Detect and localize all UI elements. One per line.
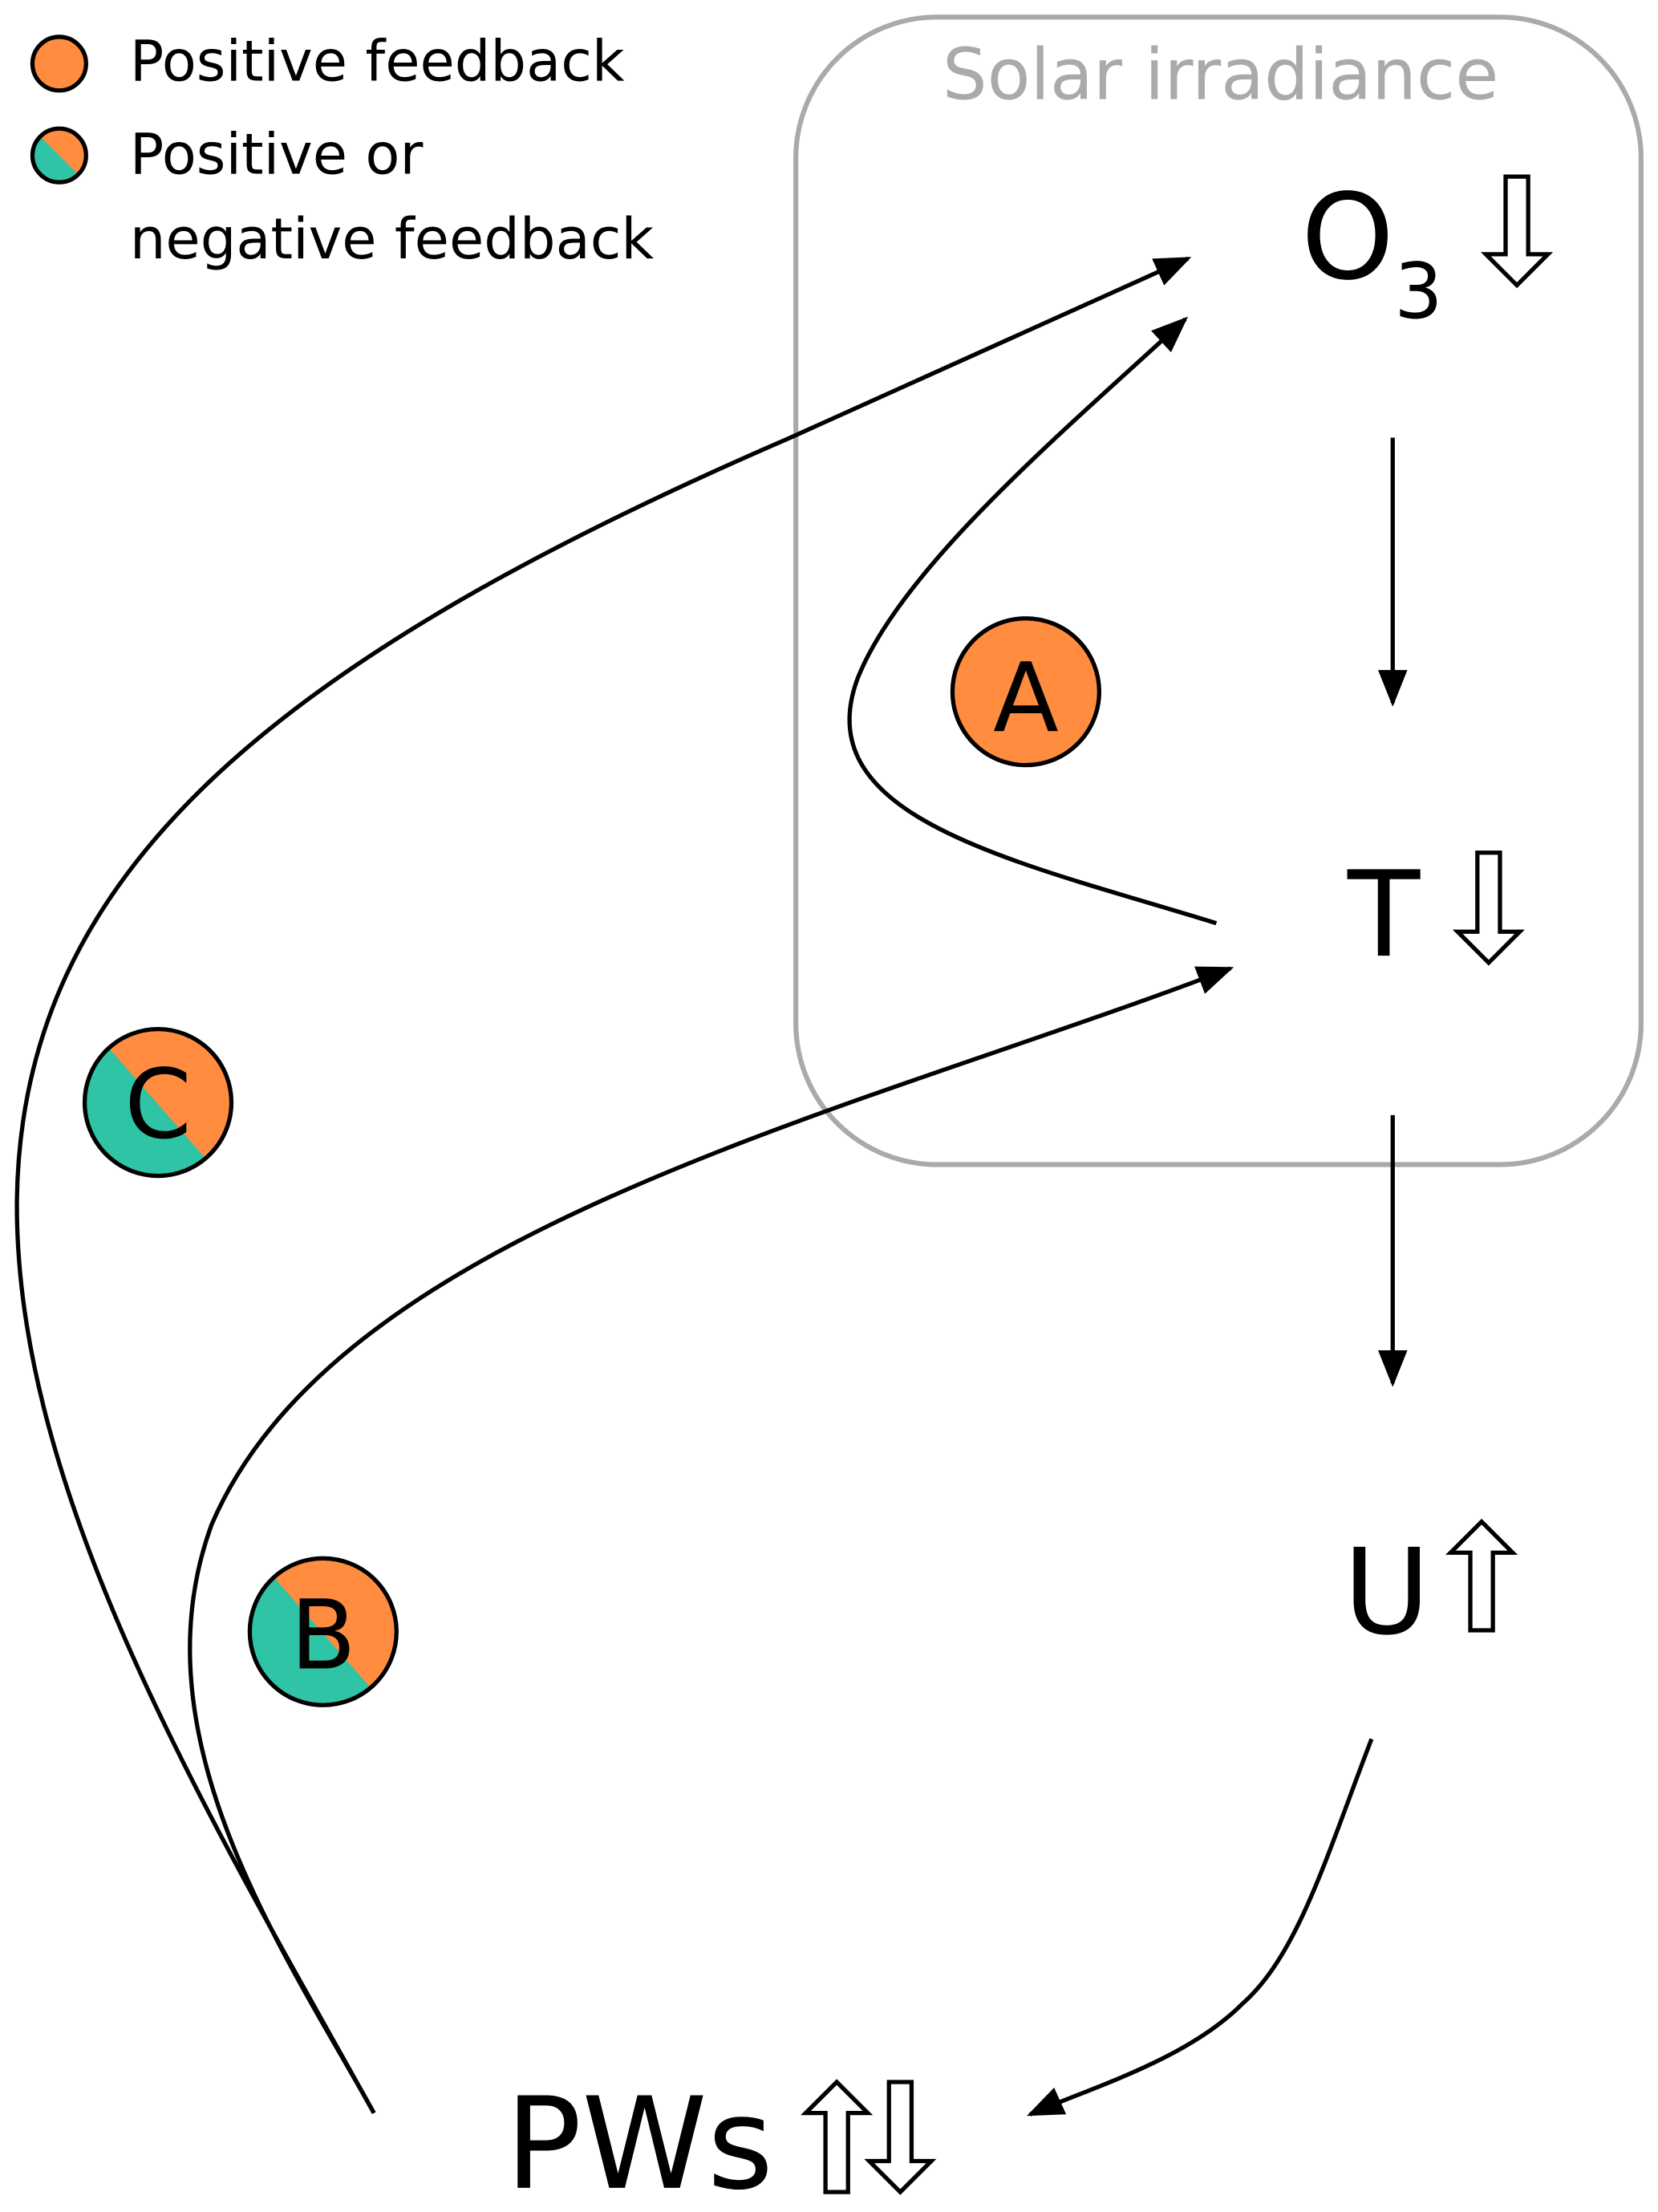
ozone-label: O [1301, 168, 1394, 306]
solar-irradiance-box [793, 14, 1644, 1167]
planetary-waves-node: PWs [505, 2071, 773, 2212]
loop-a-arrow [847, 316, 1218, 926]
legend-positive-label: Positive feedback [130, 28, 625, 94]
loop-b-arrow [188, 966, 1234, 2114]
wind-node: U [1344, 1524, 1430, 1662]
ozone-subscript: 3 [1394, 248, 1442, 336]
arrow-wind-to-pws [1027, 1738, 1374, 2117]
loop-a-label: A [993, 643, 1059, 754]
loop-c-label: C [124, 1049, 192, 1161]
ozone-down-arrow-icon [1481, 174, 1554, 289]
loop-b-badge: B [247, 1556, 399, 1707]
loop-a-badge: A [950, 616, 1102, 768]
temperature-node: T [1347, 846, 1421, 984]
wind-up-arrow-icon [1445, 1518, 1518, 1633]
pws-down-arrow-icon [864, 2080, 937, 2195]
legend-mixed-label-line1: Positive or [130, 122, 424, 188]
pws-up-arrow-icon [801, 2079, 874, 2194]
loop-c-arrow [14, 256, 1192, 2114]
temperature-down-arrow-icon [1452, 850, 1525, 966]
solar-irradiance-title: Solar irradiance [943, 33, 1498, 116]
ozone-node: O3 [1301, 168, 1443, 336]
loop-c-badge: C [82, 1026, 234, 1179]
legend-mixed-label-line2: negative feedback [130, 206, 655, 272]
mixed-feedback-swatch [30, 126, 88, 185]
positive-feedback-swatch [30, 34, 88, 93]
loop-b-label: B [290, 1581, 356, 1692]
legend: Positive feedback Positive or negative f… [30, 28, 655, 272]
